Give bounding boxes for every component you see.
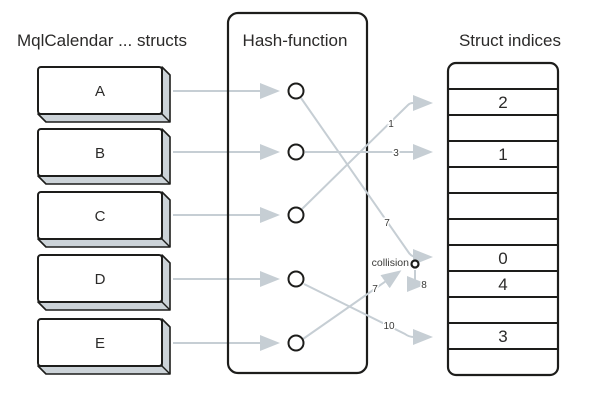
slot-value-7: 0 <box>498 249 507 268</box>
hash-node-a <box>287 82 305 100</box>
edge-label-a: 7 <box>384 218 390 229</box>
edge-label-c: 1 <box>388 119 394 130</box>
struct-box-bevel-edge <box>161 113 171 123</box>
struct-box-e: E <box>37 318 171 375</box>
slot-value-3: 1 <box>498 145 507 164</box>
edge-label-b: 3 <box>393 148 399 159</box>
edge-e-hash7-collision <box>302 270 402 340</box>
struct-box-bevel-edge <box>161 238 171 248</box>
struct-box-bevel-edge <box>161 301 171 311</box>
struct-label-d: D <box>95 271 106 288</box>
hash-function-title: Hash-function <box>243 31 348 50</box>
struct-box-d: D <box>37 254 171 311</box>
struct-box-bevel-edge <box>161 175 171 185</box>
hash-node-d <box>287 270 305 288</box>
edge-c-hash1 <box>301 95 433 210</box>
edge-d-hash10 <box>303 283 433 345</box>
struct-box-a: A <box>37 66 171 123</box>
edge-probe-8 <box>407 270 427 292</box>
indices-table: 2 1 0 4 3 <box>446 61 560 377</box>
indices-column-title: Struct indices <box>459 31 561 50</box>
struct-box-b: B <box>37 128 171 185</box>
hash-node-c <box>287 206 305 224</box>
struct-label-c: C <box>95 208 106 225</box>
struct-box-bevel-edge <box>161 365 171 375</box>
struct-box-c: C <box>37 191 171 248</box>
collision-label: collision <box>372 257 410 269</box>
struct-box-face <box>37 128 163 177</box>
hash-node-b <box>287 143 305 161</box>
struct-box-face <box>37 66 163 115</box>
slot-value-10: 3 <box>498 327 507 346</box>
collision-dot <box>410 259 420 269</box>
hash-function-box <box>226 11 369 375</box>
edge-label-e: 7 <box>372 284 378 295</box>
edge-label-probe: 8 <box>421 280 427 291</box>
struct-box-face <box>37 191 163 240</box>
slot-value-1: 2 <box>498 93 507 112</box>
struct-label-b: B <box>95 145 105 162</box>
edge-label-d: 10 <box>383 321 395 332</box>
struct-box-face <box>37 318 163 367</box>
edge-a-hash7 <box>300 97 433 265</box>
struct-label-e: E <box>95 335 105 352</box>
slot-value-8: 4 <box>498 275 507 294</box>
structs-column-title: MqlCalendar ... structs <box>17 31 187 50</box>
struct-box-face <box>37 254 163 303</box>
hash-node-e <box>287 334 305 352</box>
struct-label-a: A <box>95 83 105 100</box>
